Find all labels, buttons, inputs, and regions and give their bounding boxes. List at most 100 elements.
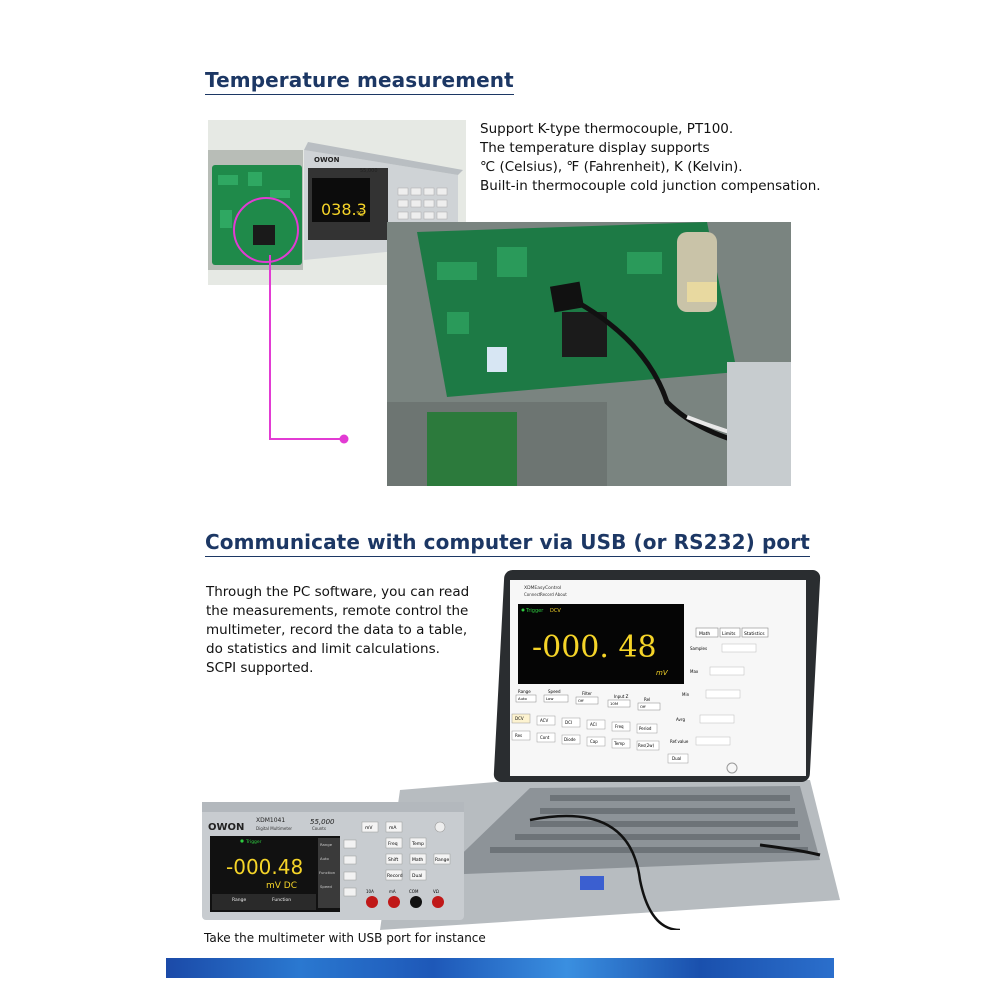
meter-counts-label: Counts (312, 826, 326, 831)
small-display-unit: ℃ (356, 210, 364, 218)
tab-math: Math (699, 631, 710, 637)
meter-counts: 55,000 (310, 818, 335, 826)
side-label: Range (320, 842, 333, 847)
meter-brand: OWON (208, 822, 244, 833)
select-label-speed: Speed (548, 689, 561, 694)
select-value-speed: Low (546, 696, 553, 701)
side-label: Function (319, 870, 336, 875)
btn-temp: Temp (613, 741, 625, 746)
image-caption: Take the multimeter with USB port for in… (204, 931, 486, 945)
select-label-filter: Filter (582, 691, 592, 696)
communication-description: Through the PC software, you can read th… (206, 583, 469, 678)
key-dual: Dual (412, 873, 422, 879)
side-label: Speed (320, 884, 332, 889)
callout-dot (339, 434, 349, 444)
menu-connect: Connect (524, 592, 541, 597)
select-label-rel: Rel (644, 697, 650, 702)
btn-dcv: DCV (515, 716, 524, 721)
key-ma: mA (389, 825, 397, 831)
pc-unit: mV (656, 669, 669, 677)
temperature-line: ℃ (Celsius), ℉ (Fahrenheit), K (Kelvin). (480, 159, 743, 175)
meter-function-label: Function (272, 897, 291, 903)
key-mv: mV (365, 825, 373, 831)
communication-line: Through the PC software, you can read (206, 584, 470, 600)
select-label-range: Range (518, 689, 531, 694)
select-value-inputz: 10M (610, 701, 618, 706)
btn-aci: ACI (590, 722, 597, 727)
key-record: Record (387, 873, 403, 879)
meter-reading: -000.48 (226, 855, 303, 879)
laptop-keyboard-base (380, 780, 840, 930)
small-display-value: 038.3 (321, 200, 367, 219)
btn-period: Period (639, 726, 652, 731)
reading-display (518, 604, 684, 684)
select-value-range: Auto (518, 696, 527, 701)
btn-res2w: Res(2w) (638, 743, 655, 748)
side-key[interactable] (343, 855, 357, 865)
meter-subtitle: Digital Multimeter (256, 826, 292, 831)
btn-cap: Cap (590, 739, 598, 744)
terminal-com (410, 896, 422, 908)
terminal-v (432, 896, 444, 908)
btn-diode: Diode (564, 737, 576, 742)
side-label: Auto (320, 856, 329, 861)
menu-about: About (555, 592, 567, 597)
key-range: Range (435, 857, 449, 863)
pc-reading: -000. 48 (532, 630, 657, 665)
communication-line: do statistics and limit calculations. (206, 641, 440, 657)
multimeter-pcb-illustration: 038.3 ℃ OWON 55,000 (208, 120, 466, 285)
temperature-description: Support K-type thermocouple, PT100. The … (480, 120, 821, 196)
key-temp: Temp (411, 841, 424, 847)
pc-software-window: XDMEasyControl Connect Record About Trig… (510, 580, 806, 776)
communication-line: SCPI supported. (206, 660, 314, 676)
footer-decorative-band (166, 958, 834, 978)
stat-max: Max (690, 669, 699, 674)
terminal-10a (366, 896, 378, 908)
communication-line: the measurements, remote control the (206, 603, 469, 619)
tab-limits: Limits (722, 631, 736, 637)
app-title: XDMEasyControl (524, 585, 561, 591)
meter-trigger: Trigger (245, 839, 262, 845)
section-title-communication: Communicate with computer via USB (or RS… (205, 530, 810, 557)
thermocouple-pcb-closeup (387, 222, 791, 486)
pc-software-ui: XDMEasyControl Connect Record About Trig… (510, 580, 806, 776)
callout-connector (269, 255, 349, 444)
photo-multimeter-with-pcb: 038.3 ℃ OWON 55,000 (208, 120, 466, 285)
key-freq: Freq (388, 841, 398, 847)
photo-thermocouple-closeup (387, 222, 791, 486)
side-key[interactable] (343, 887, 357, 897)
terminal-label: mA (389, 889, 396, 894)
btn-freq: Freq (615, 724, 624, 729)
stat-min: Min (682, 692, 690, 697)
side-key[interactable] (343, 871, 357, 881)
btn-dci: DCI (565, 720, 572, 725)
trigger-label: Trigger (525, 608, 544, 614)
mode-label: DCV (550, 608, 561, 614)
terminal-label: VΩ (433, 889, 439, 894)
stat-avrg: Avrg (676, 717, 685, 722)
meter-unit: mV DC (266, 881, 297, 891)
key-math: Math (412, 857, 423, 863)
btn-res: Res (515, 733, 522, 738)
btn-acv: ACV (540, 718, 548, 723)
terminal-ma (388, 896, 400, 908)
small-brand: OWON (314, 156, 340, 164)
meter-model: XDM1041 (256, 817, 285, 824)
meter-range-label: Range (232, 897, 246, 903)
temperature-line: Built-in thermocouple cold junction comp… (480, 178, 821, 194)
terminal-label: COM (409, 889, 419, 894)
power-button-icon[interactable] (434, 821, 446, 833)
temperature-line: Support K-type thermocouple, PT100. (480, 121, 734, 137)
select-value-filter: Off (578, 698, 584, 703)
tab-statistics: Statistics (744, 631, 765, 637)
zoom-icon (726, 762, 738, 774)
multimeter-front-panel: OWON XDM1041 Digital Multimeter 55,000 C… (202, 802, 464, 920)
stat-ref-value: Ref.value (670, 739, 689, 744)
section-title-temperature: Temperature measurement (205, 68, 514, 95)
select-value-rel: Off (640, 704, 646, 709)
stat-samples: Samples (690, 646, 707, 651)
select-label-inputz: Input Z (614, 694, 629, 699)
menu-record: Record (540, 592, 554, 597)
temperature-line: The temperature display supports (480, 140, 710, 156)
side-key[interactable] (343, 839, 357, 849)
